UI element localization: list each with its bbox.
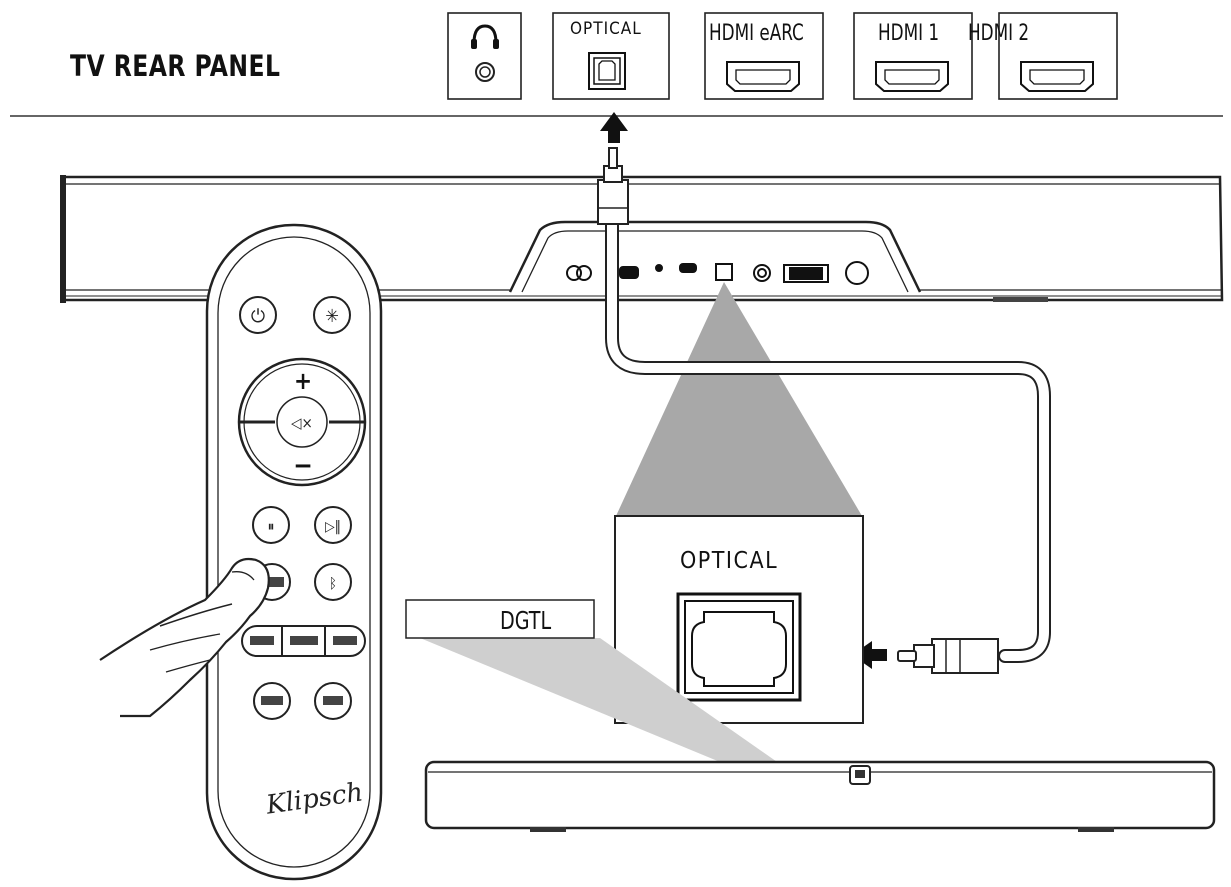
arrow-icon (852, 641, 887, 669)
optical-cable (597, 147, 1051, 674)
zoom-cone (616, 282, 862, 516)
tv-rear-panel-title: TV REAR PANEL (70, 49, 281, 83)
svg-text:◁×: ◁× (290, 414, 313, 432)
display-text: DGTL (500, 606, 552, 635)
headphone-port (447, 12, 522, 100)
headphone-icon (471, 24, 499, 49)
display-box (405, 599, 595, 639)
hdmi-earc-port-label: HDMI eARC (709, 21, 804, 46)
hdmi-port-icon (875, 61, 949, 92)
svg-text:−: − (293, 451, 313, 481)
optical-port (552, 12, 670, 100)
optical-port-icon (676, 592, 802, 702)
svg-text:⏸: ⏸ (268, 519, 275, 535)
hdmi-earc-port (704, 12, 824, 100)
optical-port-icon (588, 52, 626, 90)
optical-port-label: OPTICAL (570, 19, 642, 39)
zoom-box-label: OPTICAL (680, 548, 779, 574)
arrow-icon (600, 112, 628, 143)
svg-text:✳: ✳ (325, 306, 339, 327)
soundbar-front (424, 760, 1216, 832)
svg-text:ᛒ: ᛒ (329, 576, 337, 592)
hdmi-port-icon (1020, 61, 1094, 92)
svg-text:⏻: ⏻ (251, 306, 265, 327)
hdmi-port-icon (726, 61, 800, 92)
remote-control: ⏻ ✳ ◁× + − ⏸ ▷‖ ᛒ (205, 223, 383, 881)
svg-text:+: + (294, 367, 312, 395)
hdmi1-port (853, 12, 973, 100)
hdmi2-port-label: HDMI 2 (968, 21, 1030, 46)
svg-text:▷‖: ▷‖ (325, 519, 341, 535)
hand-icon (99, 557, 270, 718)
hdmi2-port (998, 12, 1118, 100)
hdmi1-port-label: HDMI 1 (878, 21, 940, 46)
display-beam (420, 638, 820, 800)
